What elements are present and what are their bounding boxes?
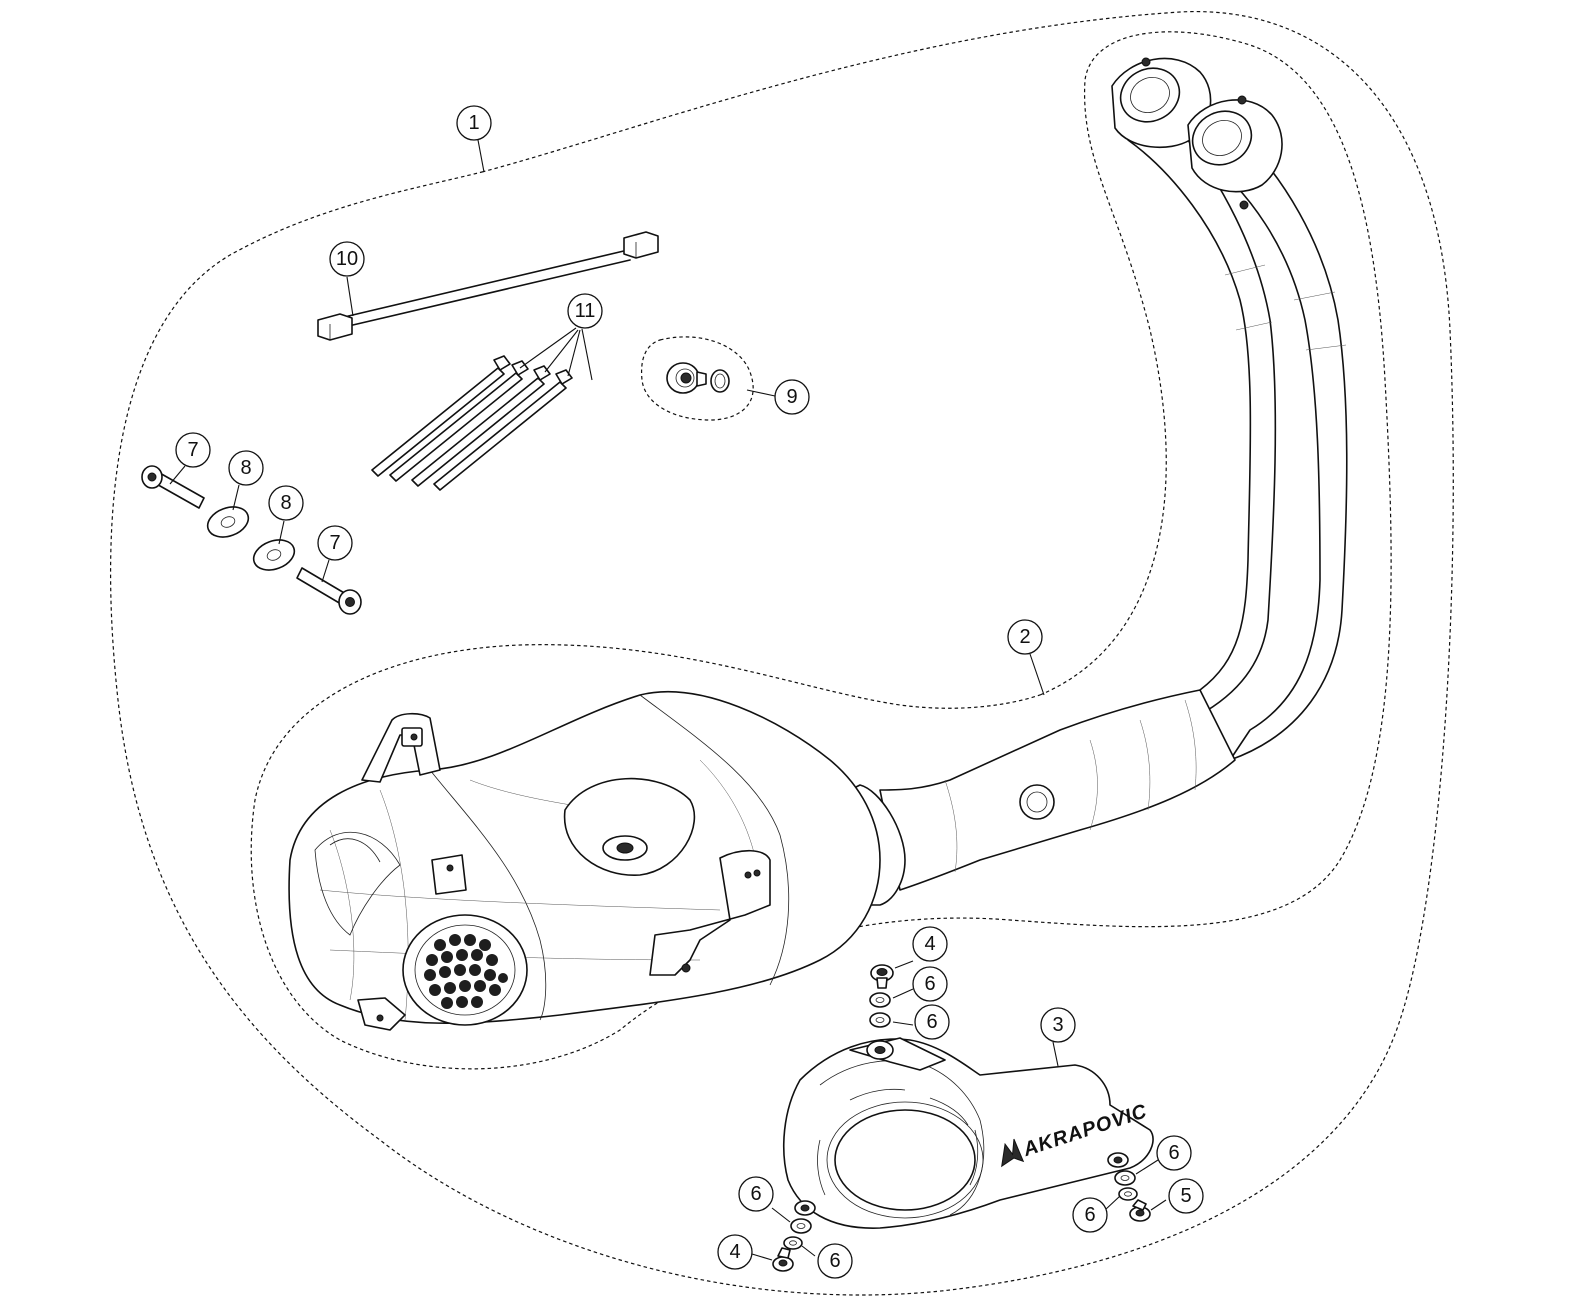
washer-part-top-2 (869, 1012, 891, 1028)
callout-3: 3 (1040, 1007, 1076, 1043)
washer-part-left-1 (790, 1218, 812, 1234)
washer-part-right-1 (1114, 1170, 1136, 1186)
svg-text:4: 4 (729, 1241, 740, 1263)
bolt-part-upper (141, 465, 205, 509)
akrapovic-scorpion-icon (1001, 1138, 1025, 1168)
callout-4-top: 4 (912, 926, 948, 962)
callout-6-top-1: 6 (912, 966, 948, 1002)
callout-4-bottom: 4 (717, 1234, 753, 1270)
callout-6-top-2: 6 (914, 1004, 950, 1040)
svg-text:1: 1 (468, 112, 479, 134)
washer-part-left-2 (783, 1236, 803, 1250)
clamp-group-outline (640, 336, 754, 421)
muffler-part (288, 691, 881, 1031)
washer-part-lower (252, 539, 296, 571)
svg-text:6: 6 (926, 1011, 937, 1033)
callout-6-right-2: 6 (1072, 1197, 1108, 1233)
washer-part-right-2 (1118, 1187, 1138, 1201)
callout-7-upper: 7 (175, 432, 211, 468)
callout-6-left-1: 6 (738, 1176, 774, 1212)
screw-part-left (772, 1247, 794, 1272)
svg-text:4: 4 (924, 933, 935, 955)
callout-5: 5 (1168, 1178, 1204, 1214)
svg-text:8: 8 (280, 492, 291, 514)
svg-text:6: 6 (1168, 1142, 1179, 1164)
callout-6-right-1: 6 (1156, 1135, 1192, 1171)
svg-text:2: 2 (1019, 626, 1030, 648)
callout-2: 2 (1007, 619, 1043, 655)
svg-text:6: 6 (1084, 1204, 1095, 1226)
callout-11: 11 (567, 293, 603, 329)
svg-text:10: 10 (336, 248, 358, 270)
svg-text:6: 6 (829, 1250, 840, 1272)
callout-8-lower: 8 (268, 485, 304, 521)
washer-part-upper (206, 506, 250, 538)
header-flange-right (1187, 95, 1283, 210)
svg-text:9: 9 (786, 386, 797, 408)
sensor-plug-part (666, 362, 730, 394)
svg-text:6: 6 (750, 1183, 761, 1205)
svg-text:7: 7 (187, 439, 198, 461)
screw-part-right (1129, 1199, 1151, 1222)
callout-10: 10 (329, 241, 365, 277)
callout-9: 9 (774, 379, 810, 415)
svg-text:11: 11 (575, 300, 596, 322)
cable-ties-part (371, 355, 573, 491)
kit-group-outline (109, 11, 1454, 1296)
heat-shield-part: AKRAPOVIC (782, 1037, 1154, 1229)
leader-lines (169, 139, 1167, 1261)
header-group-outline (250, 31, 1392, 1070)
muffler-outlet (402, 914, 528, 1026)
callout-6-left-2: 6 (817, 1243, 853, 1279)
header-flange-left (1111, 57, 1212, 149)
bolt-part-lower (296, 567, 362, 615)
washer-part-top-1 (869, 992, 891, 1008)
svg-text:8: 8 (240, 457, 251, 479)
svg-text:5: 5 (1180, 1185, 1191, 1207)
wire-harness-part (317, 231, 659, 341)
callout-7-lower: 7 (317, 525, 353, 561)
header-pipes-part (849, 57, 1348, 906)
svg-text:6: 6 (924, 973, 935, 995)
screw-part-top (870, 964, 894, 989)
callout-1: 1 (456, 105, 492, 141)
callout-8-upper: 8 (228, 450, 264, 486)
svg-text:3: 3 (1052, 1014, 1063, 1036)
svg-text:7: 7 (329, 532, 340, 554)
